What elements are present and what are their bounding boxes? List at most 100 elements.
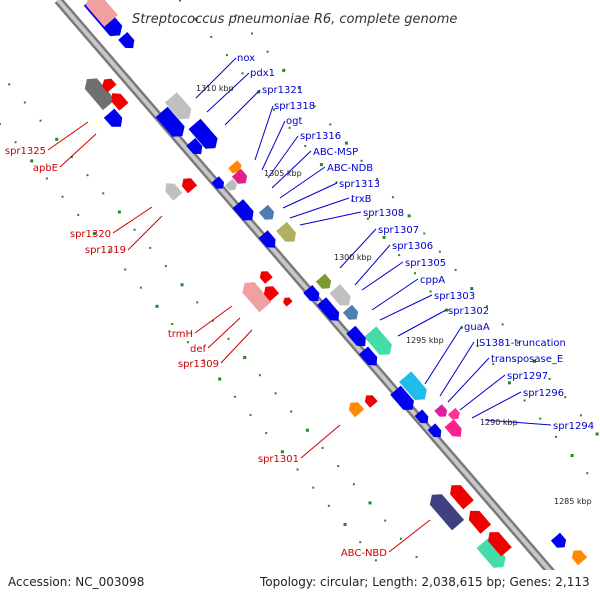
gene-arrow <box>165 183 183 201</box>
guide-dot <box>366 217 369 220</box>
gene-label-spr1320[interactable]: spr1320 <box>70 229 111 240</box>
gene-label-spr1306[interactable]: spr1306 <box>392 241 433 252</box>
leader-line <box>354 244 391 286</box>
footer-background <box>0 570 600 600</box>
gene-arrow <box>390 385 414 410</box>
guide-dot <box>23 101 26 104</box>
gene-features <box>83 0 588 594</box>
guide-dot <box>360 159 363 162</box>
gene-label-spr1318[interactable]: spr1318 <box>274 101 315 112</box>
leader-line <box>379 294 433 321</box>
guide-dot <box>8 83 11 86</box>
gene-label-apbe[interactable]: apbE <box>33 163 58 174</box>
guide-dot <box>485 305 488 308</box>
guide-dot <box>235 14 238 17</box>
gene-arrow <box>364 326 392 355</box>
gene-arrow <box>315 273 332 289</box>
gene-arrow <box>444 419 462 437</box>
gene-label-spr1294[interactable]: spr1294 <box>553 421 594 432</box>
gene-arrow <box>118 32 135 49</box>
leader-line <box>459 374 506 411</box>
gene-label-cppa[interactable]: cppA <box>420 275 445 286</box>
gene-arrow <box>103 108 123 127</box>
kbp-label-1300: 1300 kbp <box>334 253 372 262</box>
guide-dot <box>523 399 526 402</box>
gene-label-spr1321[interactable]: spr1321 <box>262 85 303 96</box>
guide-dot <box>55 137 59 141</box>
gene-arrow <box>276 221 296 242</box>
gene-label-spr1303[interactable]: spr1303 <box>434 291 475 302</box>
leader-line <box>471 391 522 419</box>
leader-line <box>127 215 163 251</box>
guide-dot <box>117 210 121 214</box>
guide-dot <box>155 304 159 308</box>
gene-label-is1381-truncation[interactable]: IS1381-truncation <box>476 338 566 349</box>
guide-dot <box>532 359 536 363</box>
gene-arrow <box>488 532 512 557</box>
leader-line <box>207 317 241 349</box>
guide-dot <box>438 250 441 253</box>
gene-label-spr1305[interactable]: spr1305 <box>405 258 446 269</box>
guide-dot <box>227 337 230 340</box>
leader-line <box>271 150 312 189</box>
guide-dot <box>296 468 299 471</box>
gene-label-trxb[interactable]: trxB <box>351 194 372 205</box>
guide-dot <box>45 177 48 180</box>
guide-dot <box>297 87 300 90</box>
leader-line <box>289 197 350 219</box>
gene-label-spr1325[interactable]: spr1325 <box>5 146 46 157</box>
gene-label-nox[interactable]: nox <box>237 53 255 64</box>
gene-arrow <box>434 404 448 417</box>
gene-arrow <box>399 371 427 400</box>
guide-dot <box>595 432 599 436</box>
guide-dot <box>282 68 286 72</box>
guide-dot <box>194 17 198 21</box>
gene-label-ogt[interactable]: ogt <box>286 116 302 127</box>
gene-label-pdx1[interactable]: pdx1 <box>250 68 275 79</box>
gene-label-def[interactable]: def <box>190 344 207 355</box>
gene-arrow <box>232 199 254 221</box>
gene-arrow <box>450 485 474 510</box>
guide-dot <box>423 232 426 235</box>
gene-label-spr1309[interactable]: spr1309 <box>178 359 219 370</box>
guide-dot <box>77 213 80 216</box>
guide-dot <box>359 541 362 544</box>
guide-dot <box>429 290 432 293</box>
leader-line <box>206 72 250 113</box>
guide-dot <box>337 465 340 468</box>
gene-label-trmh[interactable]: trmH <box>168 329 193 340</box>
gene-label-spr1313[interactable]: spr1313 <box>339 179 380 190</box>
guide-dot <box>233 395 236 398</box>
guide-dot <box>368 501 372 505</box>
gene-label-guaa[interactable]: guaA <box>464 322 490 333</box>
gene-label-transposase-e[interactable]: transposase_E <box>491 354 563 365</box>
gene-arrow <box>228 160 242 174</box>
gene-label-spr1302[interactable]: spr1302 <box>448 306 489 317</box>
guide-dot <box>86 174 89 177</box>
gene-label-spr1296[interactable]: spr1296 <box>523 388 564 399</box>
gene-arrow <box>186 138 203 155</box>
guide-dot <box>218 377 222 381</box>
guide-dot <box>554 435 557 438</box>
gene-label-spr1316[interactable]: spr1316 <box>300 131 341 142</box>
topology-text: Topology: circular; Length: 2,038,615 bp… <box>259 575 590 589</box>
gene-label-spr1319[interactable]: spr1319 <box>85 245 126 256</box>
guide-dot <box>517 341 520 344</box>
guide-dot <box>272 108 275 111</box>
guide-dot <box>249 413 252 416</box>
gene-label-spr1297[interactable]: spr1297 <box>507 371 548 382</box>
guide-dot <box>539 417 542 420</box>
guide-dot <box>579 414 582 417</box>
gene-label-abc-nbd[interactable]: ABC-NBD <box>341 548 387 559</box>
gene-label-spr1307[interactable]: spr1307 <box>378 225 419 236</box>
gene-label-abc-ndb[interactable]: ABC-NDB <box>327 163 373 174</box>
gene-label-abc-msp[interactable]: ABC-MSP <box>313 147 358 158</box>
guide-dot <box>124 268 127 271</box>
gene-arrow <box>231 168 248 184</box>
gene-arrow <box>155 106 185 137</box>
guide-dot <box>398 254 401 257</box>
gene-label-spr1301[interactable]: spr1301 <box>258 454 299 465</box>
guide-dot <box>258 374 261 377</box>
gene-label-spr1308[interactable]: spr1308 <box>363 208 404 219</box>
